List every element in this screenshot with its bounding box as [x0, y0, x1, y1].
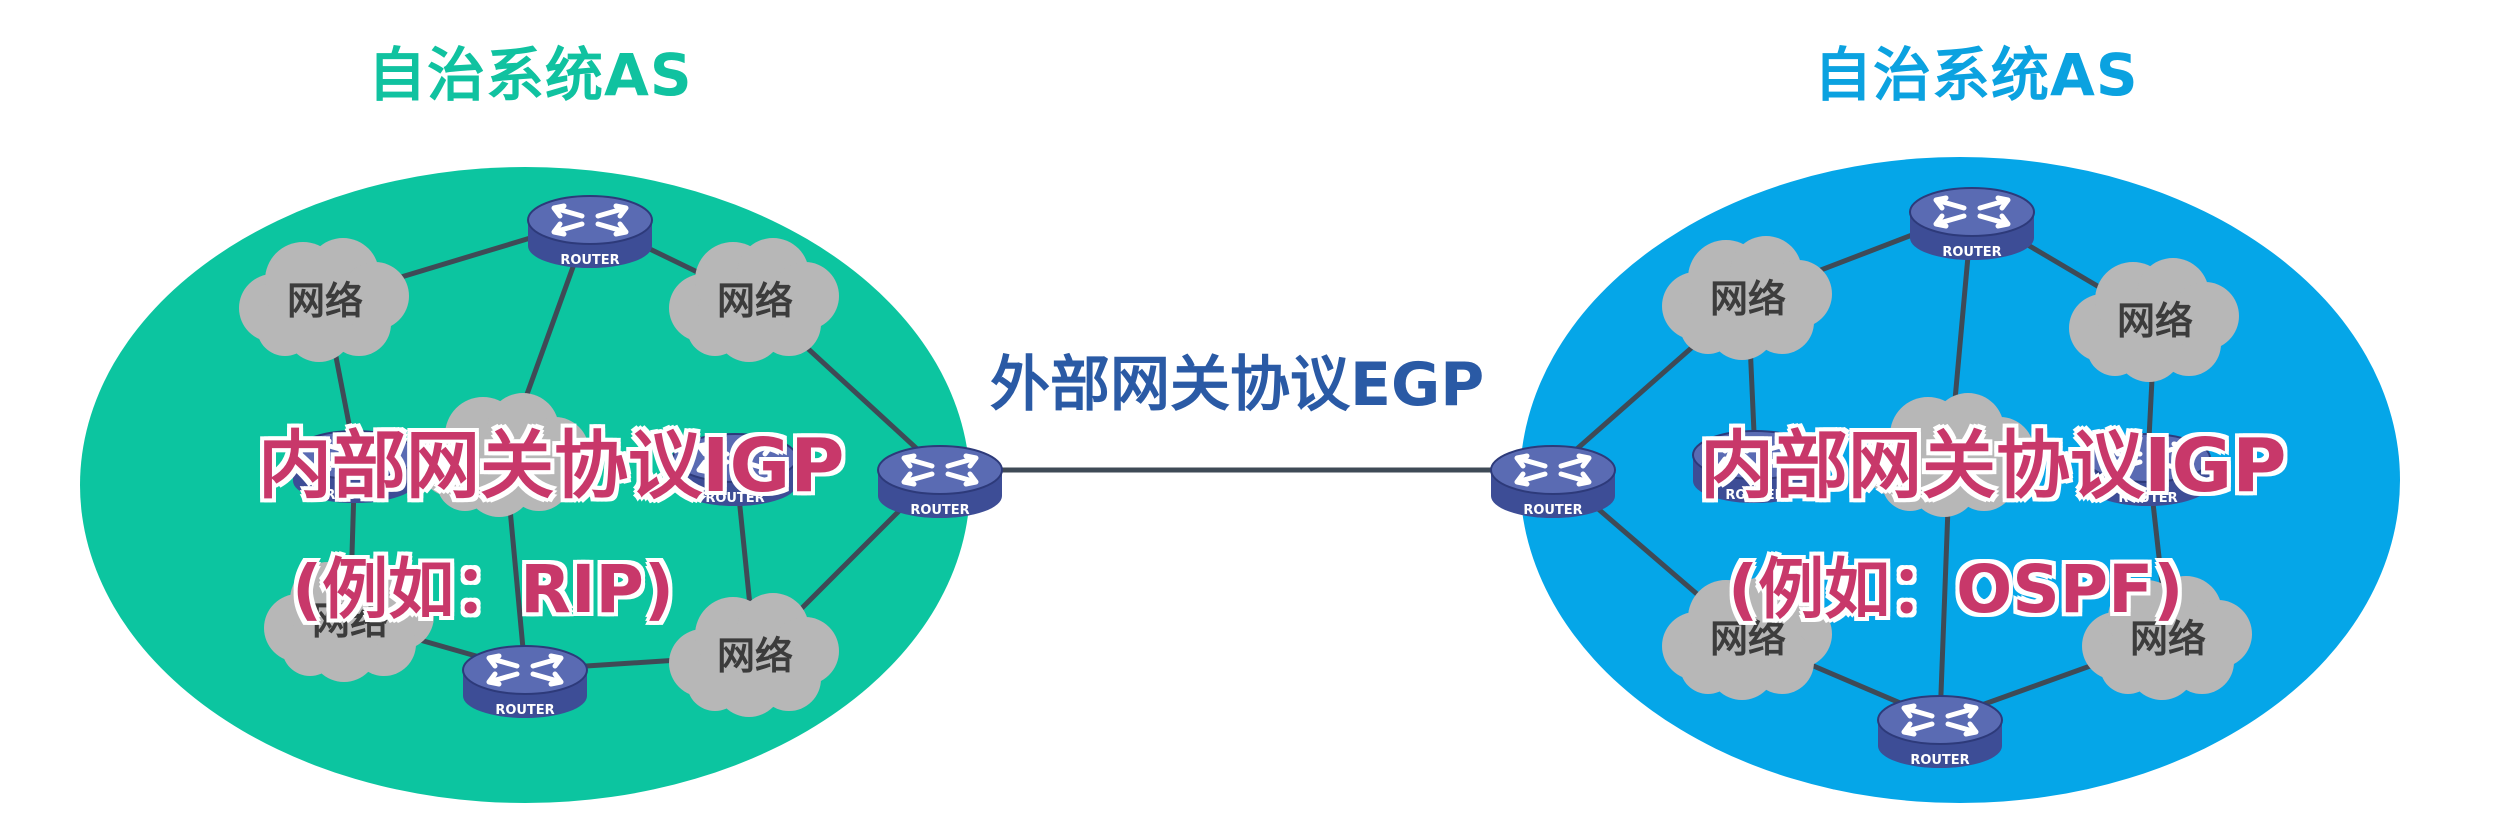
cloud-icon: 网络: [264, 558, 434, 682]
egp-label: 外部网关协议EGP: [990, 350, 1485, 420]
router-icon: ROUTER: [877, 445, 1003, 518]
router-label: ROUTER: [1910, 753, 1969, 768]
router-label: ROUTER: [1523, 503, 1582, 518]
router-icon: ROUTER: [1877, 695, 2003, 768]
router-label: ROUTER: [325, 488, 384, 503]
cloud-label: 网络: [1710, 277, 1786, 321]
cloud-label: 网络: [1710, 617, 1786, 661]
router-label: ROUTER: [2118, 491, 2177, 506]
router-label: ROUTER: [560, 253, 619, 268]
cloud-icon: 网络: [669, 238, 839, 362]
right-as-title: 自治系统AS: [1814, 41, 2139, 109]
router-icon: ROUTER: [2085, 433, 2211, 506]
router-icon: ROUTER: [672, 433, 798, 506]
cloud-icon: 网络: [239, 238, 409, 362]
cloud-icon: 网络: [669, 593, 839, 717]
router-icon: ROUTER: [1909, 187, 2035, 260]
cloud-icon: 网络: [1662, 236, 1832, 360]
left-igp-label: 内部网关协议IGP: [258, 423, 845, 509]
right-igp-label: 内部网关协议IGP: [1700, 423, 2287, 509]
cloud-icon: [419, 393, 589, 517]
router-icon: ROUTER: [1490, 445, 1616, 518]
router-label: ROUTER: [705, 491, 764, 506]
cloud-label: 网络: [717, 634, 793, 678]
cloud-label: 网络: [2130, 617, 2206, 661]
left-example-label: (例如：RIP): [292, 551, 675, 628]
router-label: ROUTER: [495, 703, 554, 718]
router-icon: ROUTER: [1692, 430, 1818, 503]
router-label: ROUTER: [1942, 245, 2001, 260]
router-label: ROUTER: [910, 503, 969, 518]
cloud-icon: [1864, 393, 2034, 517]
cloud-label: 网络: [717, 279, 793, 323]
cloud-icon: 网络: [1662, 576, 1832, 700]
cloud-icon: 网络: [2082, 576, 2252, 700]
router-icon: ROUTER: [462, 645, 588, 718]
cloud-label: 网络: [287, 279, 363, 323]
cloud-icon: 网络: [2069, 258, 2239, 382]
left-as-title: 自治系统AS: [368, 41, 693, 109]
router-label: ROUTER: [1725, 488, 1784, 503]
cloud-label: 网络: [2117, 299, 2193, 343]
cloud-label: 网络: [312, 599, 388, 643]
router-icon: ROUTER: [527, 195, 653, 268]
router-icon: ROUTER: [292, 430, 418, 503]
right-example-label: (例如：OSPF): [1728, 551, 2184, 628]
